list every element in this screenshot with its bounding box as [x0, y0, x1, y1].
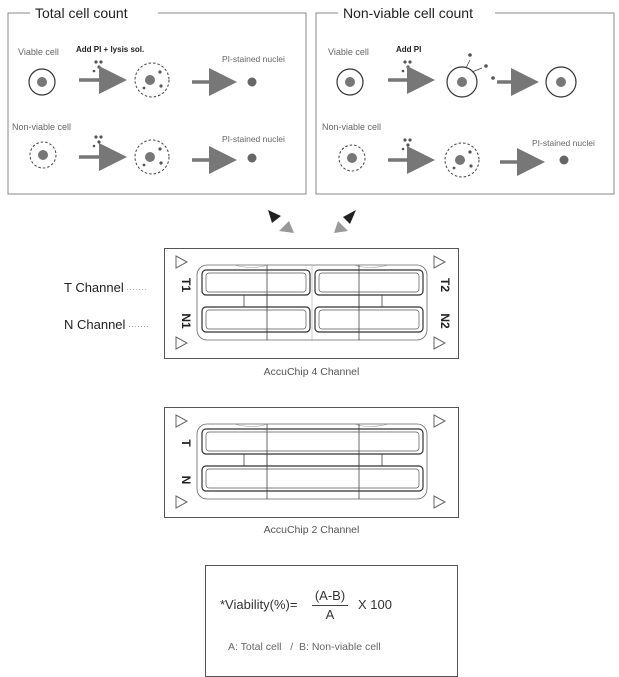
corner-triangle-icon — [433, 336, 447, 350]
non-viable-cell-icon — [338, 144, 366, 172]
viable-cell-icon — [28, 68, 56, 96]
reagent-dots-icon — [401, 138, 412, 151]
formula-multiplier: X 100 — [358, 597, 392, 612]
corner-triangle-icon — [175, 495, 189, 509]
cell-count-diagram: Total cell count Viable cell Add PI + ly… — [7, 5, 615, 233]
corner-triangle-icon — [433, 495, 447, 509]
accuchip-2-channel: T N — [164, 407, 459, 518]
reagent-label: Add PI + lysis sol. — [76, 45, 144, 54]
total-panel-title: Total cell count — [35, 5, 128, 21]
nonviable-panel-title: Non-viable cell count — [343, 5, 473, 21]
formula-denominator: A — [325, 607, 335, 622]
accuchip-4-channel: T1 N1 T2 N2 — [164, 248, 459, 359]
n1-channel — [201, 306, 311, 333]
flow-triangles-icon — [268, 210, 356, 233]
reagent-dots-icon — [401, 60, 412, 73]
t-label: T — [179, 439, 193, 447]
t2-channel — [314, 269, 424, 296]
corner-triangle-icon — [175, 414, 189, 428]
t1-label: T1 — [179, 278, 193, 292]
reagent-label: Add PI — [396, 45, 421, 54]
pi-nuclei-label-1: PI-stained nuclei — [222, 54, 285, 64]
t1-channel — [201, 269, 311, 296]
pi-nuclei-label: PI-stained nuclei — [532, 138, 595, 148]
viable-cell-label: Viable cell — [328, 47, 369, 57]
accuchip-4-caption: AccuChip 4 Channel — [263, 366, 360, 378]
viable-cell-icon — [336, 68, 364, 96]
formula-numerator: (A-B) — [314, 588, 346, 603]
corner-triangle-icon — [433, 255, 447, 269]
reagent-dots-icon — [92, 135, 103, 148]
reagent-dots-icon — [92, 60, 103, 73]
n-channel — [201, 465, 424, 492]
n-channel-label: N Channel ······· — [64, 317, 149, 332]
total-cell-count-panel: Total cell count Viable cell Add PI + ly… — [7, 5, 307, 195]
t2-label: T2 — [438, 278, 452, 292]
n2-channel — [314, 306, 424, 333]
corner-triangle-icon — [433, 414, 447, 428]
viable-cell-label: Viable cell — [18, 47, 59, 57]
n-label: N — [179, 476, 193, 485]
t-channel-label: T Channel ······· — [64, 280, 148, 295]
non-viable-cell-label: Non-viable cell — [12, 122, 71, 132]
fraction-bar — [312, 605, 348, 606]
corner-triangle-icon — [175, 255, 189, 269]
t-channel — [201, 428, 424, 455]
non-viable-cell-icon — [29, 141, 57, 169]
formula-lhs: *Viability(%)= — [220, 597, 298, 612]
lysed-cell-icon — [134, 62, 170, 98]
pi-nucleus-icon — [559, 155, 569, 165]
n2-label: N2 — [438, 313, 452, 329]
viable-cell-icon — [446, 66, 478, 98]
non-viable-cell-count-panel: Non-viable cell count Viable cell Add PI… — [315, 5, 615, 195]
formula-legend: A: Total cell / B: Non-viable cell — [228, 641, 381, 653]
pi-nucleus-icon — [247, 77, 257, 87]
corner-triangle-icon — [175, 336, 189, 350]
non-viable-cell-label: Non-viable cell — [322, 122, 381, 132]
viability-formula-box: *Viability(%)= (A-B) A X 100 A: Total ce… — [205, 565, 458, 677]
pi-nucleus-icon — [247, 153, 257, 163]
nucleus-icon — [37, 77, 47, 87]
accuchip-2-caption: AccuChip 2 Channel — [263, 524, 360, 536]
pi-nuclei-label-2: PI-stained nuclei — [222, 134, 285, 144]
n1-label: N1 — [179, 313, 193, 329]
